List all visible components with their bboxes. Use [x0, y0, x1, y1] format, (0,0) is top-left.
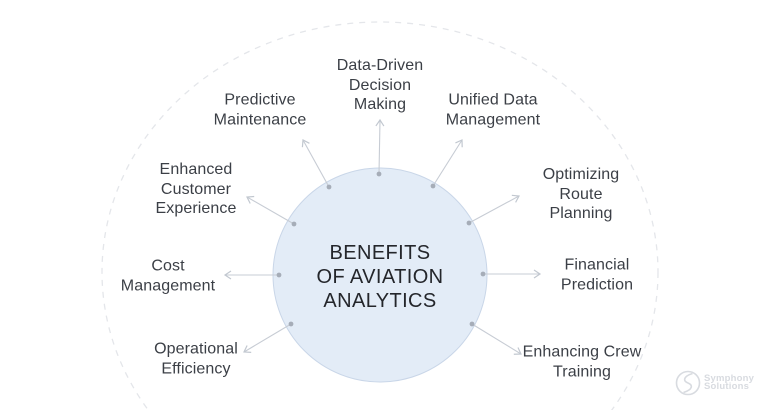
benefit-label-optimizing-route-planning: Optimizing Route Planning: [542, 165, 620, 222]
connector-dots: [276, 171, 486, 327]
benefit-label-operational-efficiency: Operational Efficiency: [154, 340, 238, 378]
spoke-optimizing: [468, 194, 520, 224]
connector-dot: [291, 221, 297, 227]
spoke-unified: [432, 139, 463, 187]
spoke-predictive: [301, 139, 330, 188]
connector-dot: [288, 321, 294, 327]
connector-dot: [376, 171, 382, 177]
spoke-operational: [243, 323, 292, 353]
connector-dot: [469, 321, 475, 327]
spokes: [223, 118, 542, 355]
connector-dot: [430, 183, 436, 189]
benefit-label-enhanced-customer-experience: Enhanced Customer Experience: [155, 160, 237, 217]
logo-swirl-icon: [675, 370, 701, 396]
benefit-label-predictive-maintenance: Predictive Maintenance: [213, 91, 307, 129]
spoke-enhancing: [471, 323, 522, 355]
benefit-label-cost-management: Cost Management: [120, 257, 216, 295]
benefit-label-unified-data-management: Unified Data Management: [445, 91, 541, 129]
connector-dot: [466, 220, 472, 226]
connector-dot: [480, 271, 486, 277]
diagram-title: BENEFITS OF AVIATION ANALYTICS: [316, 242, 444, 312]
symphony-solutions-logo: Symphony Solutions: [675, 370, 755, 396]
spoke-data-driven: [375, 118, 385, 175]
benefit-label-data-driven-decision-making: Data-Driven Decision Making: [336, 56, 424, 113]
connector-dot: [326, 184, 332, 190]
logo-text-line2: Solutions: [704, 381, 750, 392]
connector-dot: [276, 272, 282, 278]
benefit-label-financial-prediction: Financial Prediction: [560, 256, 634, 294]
spoke-enhanced: [246, 195, 295, 225]
outer-dashed-ellipse: [101, 21, 659, 410]
logo-text-line1: Symphony: [704, 372, 755, 384]
benefit-label-enhancing-crew-training: Enhancing Crew Training: [522, 343, 642, 381]
